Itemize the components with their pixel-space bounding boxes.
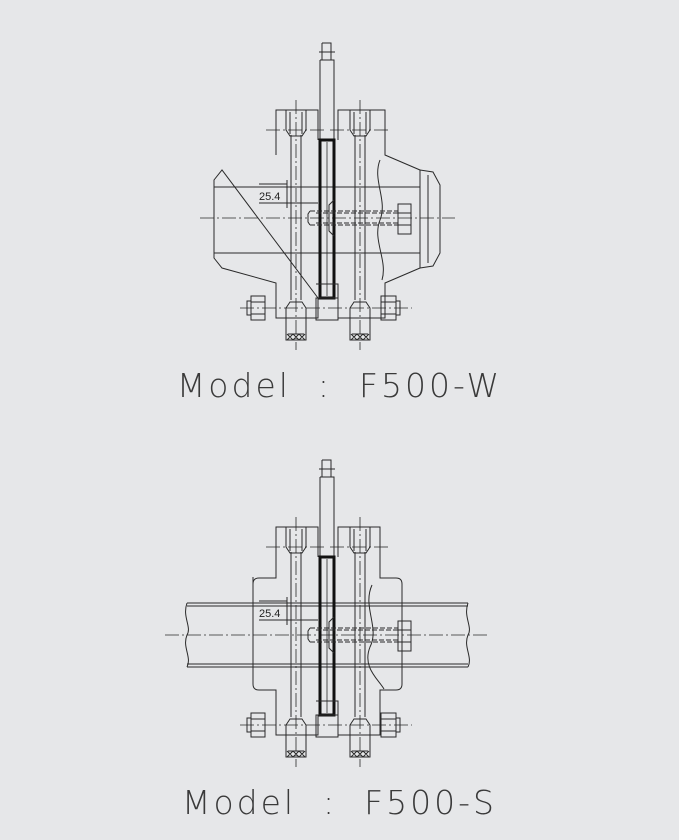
knurl-mark xyxy=(350,333,370,341)
dimension-label: 25.4 xyxy=(259,608,280,620)
dimension-label: 25.4 xyxy=(259,191,280,203)
plate-handle xyxy=(319,459,335,557)
nut-top xyxy=(285,527,307,554)
bolt-end xyxy=(395,717,401,733)
model-label-f500-s: Model : F500-S xyxy=(182,783,497,822)
knurl-mark xyxy=(286,333,306,341)
jack-screw-head xyxy=(397,620,412,652)
jack-screw-head xyxy=(397,203,412,235)
drawing-f500-w xyxy=(200,42,455,350)
orifice-bevel xyxy=(328,616,335,654)
knurl-mark xyxy=(350,750,370,758)
knurl-mark xyxy=(286,750,306,758)
model-label-f500-w: Model : F500-W xyxy=(176,366,503,405)
jack-screw-tip xyxy=(307,210,311,226)
carrier-ring xyxy=(315,283,339,321)
nut-top xyxy=(285,110,307,137)
flange-outline xyxy=(213,109,421,319)
plate-handle xyxy=(319,42,335,140)
jack-screw-tip xyxy=(307,627,311,643)
break-line xyxy=(367,584,385,690)
nut-top xyxy=(349,527,371,554)
carrier-ring xyxy=(315,700,339,738)
flange-outline xyxy=(252,526,403,736)
raised-face xyxy=(419,169,441,269)
orifice-bevel xyxy=(328,199,335,237)
drawing-f500-s xyxy=(165,459,490,767)
bolt-end xyxy=(395,300,401,316)
break-line xyxy=(377,159,384,281)
bolt-end xyxy=(246,717,252,733)
bolt-end xyxy=(246,300,252,316)
nut-top xyxy=(349,110,371,137)
